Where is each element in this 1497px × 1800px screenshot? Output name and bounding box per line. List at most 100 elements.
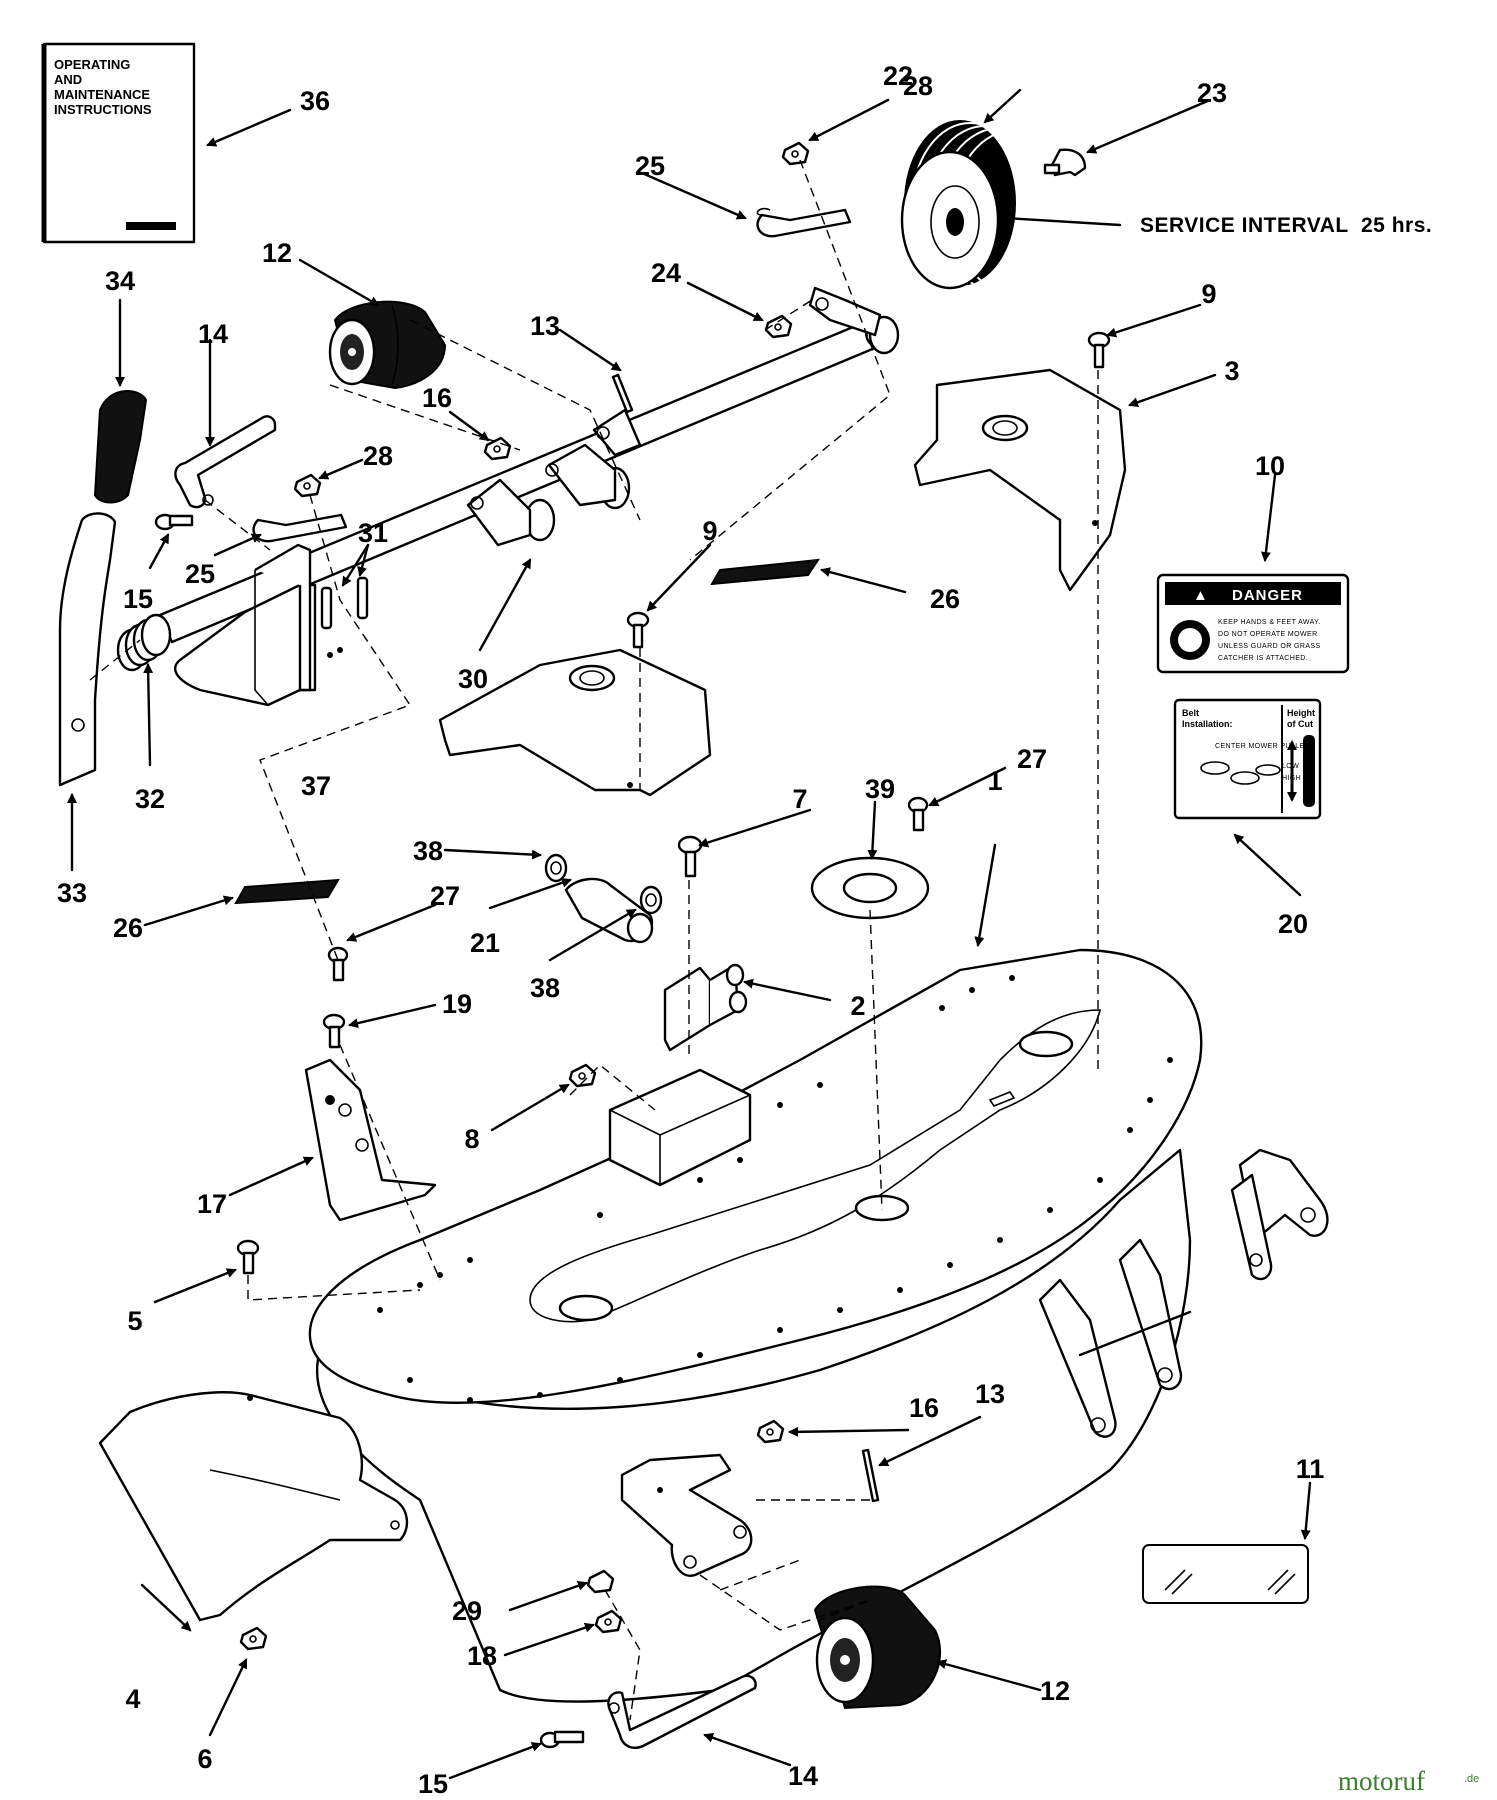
manual-title-line3: MAINTENANCE	[54, 87, 150, 102]
callout-arrows	[67, 88, 1312, 1780]
callout-39: 39	[865, 774, 895, 804]
callout-1: 1	[987, 766, 1002, 796]
service-interval-note: SERVICE INTERVAL 25 hrs.	[1140, 214, 1432, 237]
callout-30: 30	[458, 664, 488, 694]
callout-38-upper: 38	[413, 836, 443, 866]
callout-28-top: 28	[903, 71, 933, 101]
belt-height-decal: Belt Installation: Height of Cut CENTER …	[1173, 698, 1322, 820]
callout-12-lower: 12	[1040, 1676, 1070, 1706]
manual-title-line1: OPERATING	[54, 57, 130, 72]
callout-28-left: 28	[363, 441, 393, 471]
spring	[116, 613, 172, 672]
nut-28-left	[293, 473, 322, 498]
discharge-chute	[98, 1391, 409, 1622]
callout-31: 31	[358, 518, 388, 548]
bolt-27-right	[907, 796, 929, 832]
callout-4: 4	[125, 1684, 140, 1714]
callout-13-lower: 13	[975, 1379, 1005, 1409]
bolt-19	[322, 1013, 346, 1049]
callout-8: 8	[464, 1124, 479, 1154]
pivot-bracket	[663, 963, 748, 1052]
danger-decal: ▲ DANGER KEEP HANDS & FEET AWAY. DO NOT …	[1156, 573, 1350, 674]
callout-33: 33	[57, 878, 87, 908]
nut-6	[239, 1626, 268, 1651]
lever-grip	[93, 390, 148, 504]
spacer-tube	[564, 877, 654, 944]
nut-18	[594, 1609, 623, 1634]
callout-26-lower: 26	[113, 913, 143, 943]
callout-18: 18	[467, 1641, 497, 1671]
callout-15-lower: 15	[418, 1769, 448, 1799]
washer-39	[810, 856, 930, 920]
watermark-brand: motoruf	[1338, 1766, 1425, 1796]
height-adjust-axle	[158, 286, 900, 707]
clip-25-left	[252, 513, 348, 543]
callout-5: 5	[127, 1306, 142, 1336]
callout-24: 24	[651, 258, 681, 288]
callout-3: 3	[1224, 356, 1239, 386]
callout-12-upper: 12	[262, 238, 292, 268]
gauge-roller-lower	[813, 1585, 941, 1710]
plate-26-lower	[234, 878, 340, 905]
bolt-9-middle	[626, 611, 650, 649]
height-title-2: of Cut	[1287, 719, 1313, 729]
bolt-23	[1043, 148, 1087, 177]
nut-16-upper	[483, 436, 512, 461]
pins-31	[320, 576, 369, 630]
callout-27-left: 27	[430, 881, 460, 911]
callout-14-upper: 14	[198, 319, 228, 349]
callout-14-lower: 14	[788, 1761, 818, 1791]
nut-8	[568, 1063, 597, 1088]
callout-6: 6	[197, 1744, 212, 1774]
callout-27-right: 27	[1017, 744, 1047, 774]
callout-9-middle: 9	[702, 516, 717, 546]
callout-23: 23	[1197, 78, 1227, 108]
callout-25-upper: 25	[635, 151, 665, 181]
bolt-27-left	[327, 946, 349, 982]
callout-16-lower: 16	[909, 1393, 939, 1423]
bolt-5	[236, 1239, 260, 1275]
callout-labels: 1 2 3 4 5 6 7 8 9 9 10 11 12 12 13 13 14…	[57, 61, 1324, 1799]
manual-title-line4: INSTRUCTIONS	[54, 102, 152, 117]
operating-manual: OPERATING AND MAINTENANCE INSTRUCTIONS	[41, 42, 196, 244]
callout-37: 37	[301, 771, 331, 801]
height-pin-upper	[174, 415, 277, 509]
nut-16-lower	[756, 1419, 785, 1444]
wheel-assembly	[900, 120, 1078, 295]
callout-21: 21	[470, 928, 500, 958]
callout-13-upper: 13	[530, 311, 560, 341]
callout-16-upper: 16	[422, 383, 452, 413]
blank-decal	[1142, 1544, 1309, 1604]
belt-title-2: Installation:	[1182, 719, 1233, 729]
danger-line3: UNLESS GUARD OR GRASS	[1218, 643, 1321, 650]
callout-32: 32	[135, 784, 165, 814]
height-adjust-lever	[58, 512, 117, 787]
gauge-roller-upper	[328, 300, 447, 390]
pulley-cover-right	[913, 368, 1127, 592]
svg-text:▲: ▲	[1193, 587, 1209, 604]
washer-upper	[544, 853, 568, 883]
belt-title-1: Belt	[1182, 708, 1199, 718]
danger-line1: KEEP HANDS & FEET AWAY.	[1218, 619, 1321, 626]
mount-bracket-17	[304, 1058, 437, 1222]
bolt-15-lower	[539, 1730, 585, 1749]
nut-28-top	[781, 141, 810, 166]
callout-17: 17	[197, 1189, 227, 1219]
watermark: motoruf .de	[1338, 1766, 1479, 1796]
height-pin-lower	[607, 1674, 757, 1749]
callout-2: 2	[850, 991, 865, 1021]
callout-25-left: 25	[185, 559, 215, 589]
bolt-7	[677, 835, 703, 878]
manual-title-line2: AND	[54, 72, 82, 87]
callout-26-upper: 26	[930, 584, 960, 614]
high-label: HIGH	[1282, 775, 1301, 782]
callout-9-upper: 9	[1201, 279, 1216, 309]
callout-38-lower: 38	[530, 973, 560, 1003]
callout-22: 22	[883, 61, 913, 91]
callout-7: 7	[792, 784, 807, 814]
cotter-pin-lower	[861, 1448, 880, 1503]
mower-deck-housing	[308, 948, 1329, 1703]
watermark-suffix: .de	[1464, 1773, 1479, 1785]
